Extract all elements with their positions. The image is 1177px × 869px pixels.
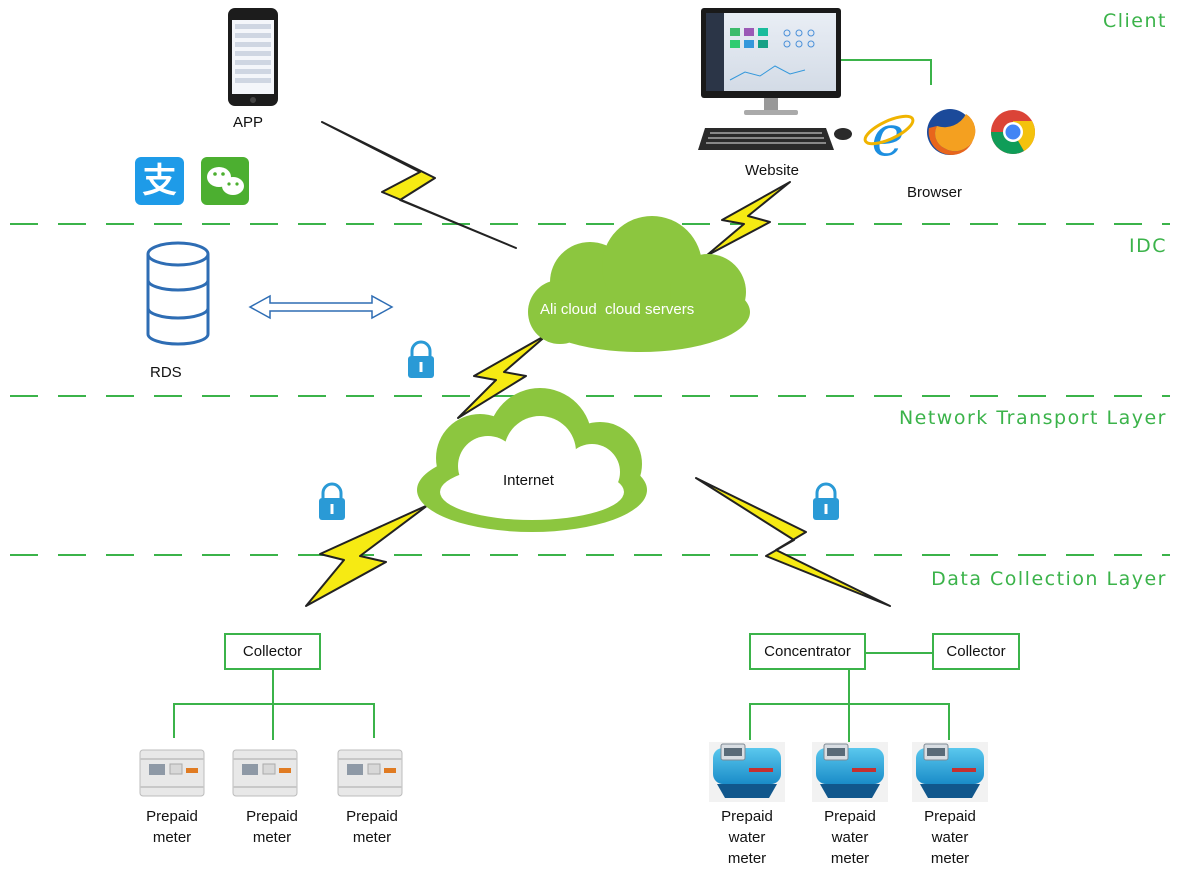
layer-label-idc: IDC xyxy=(1128,235,1167,257)
water-meter-label: Prepaid water meter xyxy=(721,808,773,867)
lightning-internet-concentrator-icon xyxy=(695,477,891,607)
water-meter-label: Prepaid water meter xyxy=(824,808,876,867)
lightning-website-cloud-icon xyxy=(705,181,791,257)
water-meter-label: Prepaid water meter xyxy=(924,808,976,867)
electric-meter-label: Prepaid meter xyxy=(146,808,198,846)
smartphone-icon xyxy=(228,8,278,106)
svg-text:e: e xyxy=(871,104,904,169)
lock-icon xyxy=(319,482,345,520)
rds-cloud-double-arrow-icon xyxy=(248,294,394,320)
lightning-links xyxy=(305,121,891,607)
svg-text:支: 支 xyxy=(143,161,177,201)
electric-meter-icon xyxy=(139,749,205,797)
concentrator-label: Concentrator xyxy=(764,643,851,660)
electric-meter-icon xyxy=(337,749,403,797)
lock-icon xyxy=(408,340,434,378)
right-collector-label: Collector xyxy=(946,643,1006,660)
right-collector-box: Collector xyxy=(932,633,1020,670)
desktop-computer-icon xyxy=(698,8,852,150)
left-collector-label: Collector xyxy=(242,643,303,660)
layer-label-network: Network Transport Layer xyxy=(898,407,1167,429)
rds-label: RDS xyxy=(150,364,182,381)
electric-meter-label: Prepaid meter xyxy=(346,808,398,846)
electric-meter-icon xyxy=(232,749,298,797)
lightning-app-cloud-icon xyxy=(321,121,517,249)
firefox-icon xyxy=(927,109,976,155)
layer-label-client: Client xyxy=(1102,10,1167,32)
lock-icon xyxy=(813,482,839,520)
electric-meter-label: Prepaid meter xyxy=(246,808,298,846)
layer-label-collection: Data Collection Layer xyxy=(931,568,1167,590)
alipay-icon: 支 xyxy=(135,157,184,205)
website-label: Website xyxy=(745,162,799,179)
water-meter-icon xyxy=(812,742,888,802)
concentrator-box: Concentrator xyxy=(749,633,866,670)
cloud-servers-label: Ali cloud cloud servers xyxy=(540,301,695,318)
water-meter-icon xyxy=(912,742,988,802)
collector-tree-lines xyxy=(173,652,950,742)
rds-database-icon xyxy=(146,241,210,346)
internet-label: Internet xyxy=(503,472,554,489)
browser-connector-line xyxy=(841,59,932,85)
app-label: APP xyxy=(233,114,264,131)
chrome-icon xyxy=(991,110,1035,154)
left-collector-box: Collector xyxy=(224,633,321,670)
internet-cloud-icon xyxy=(417,388,647,532)
wechat-icon xyxy=(201,157,249,205)
ali-cloud-icon xyxy=(528,216,750,352)
browser-label: Browser xyxy=(907,184,963,201)
layer-separators xyxy=(10,223,1170,556)
lightning-cloud-internet-icon xyxy=(457,333,549,419)
internet-explorer-icon: e xyxy=(863,104,915,169)
water-meter-icon xyxy=(709,742,785,802)
lightning-internet-collector-icon xyxy=(305,504,429,607)
